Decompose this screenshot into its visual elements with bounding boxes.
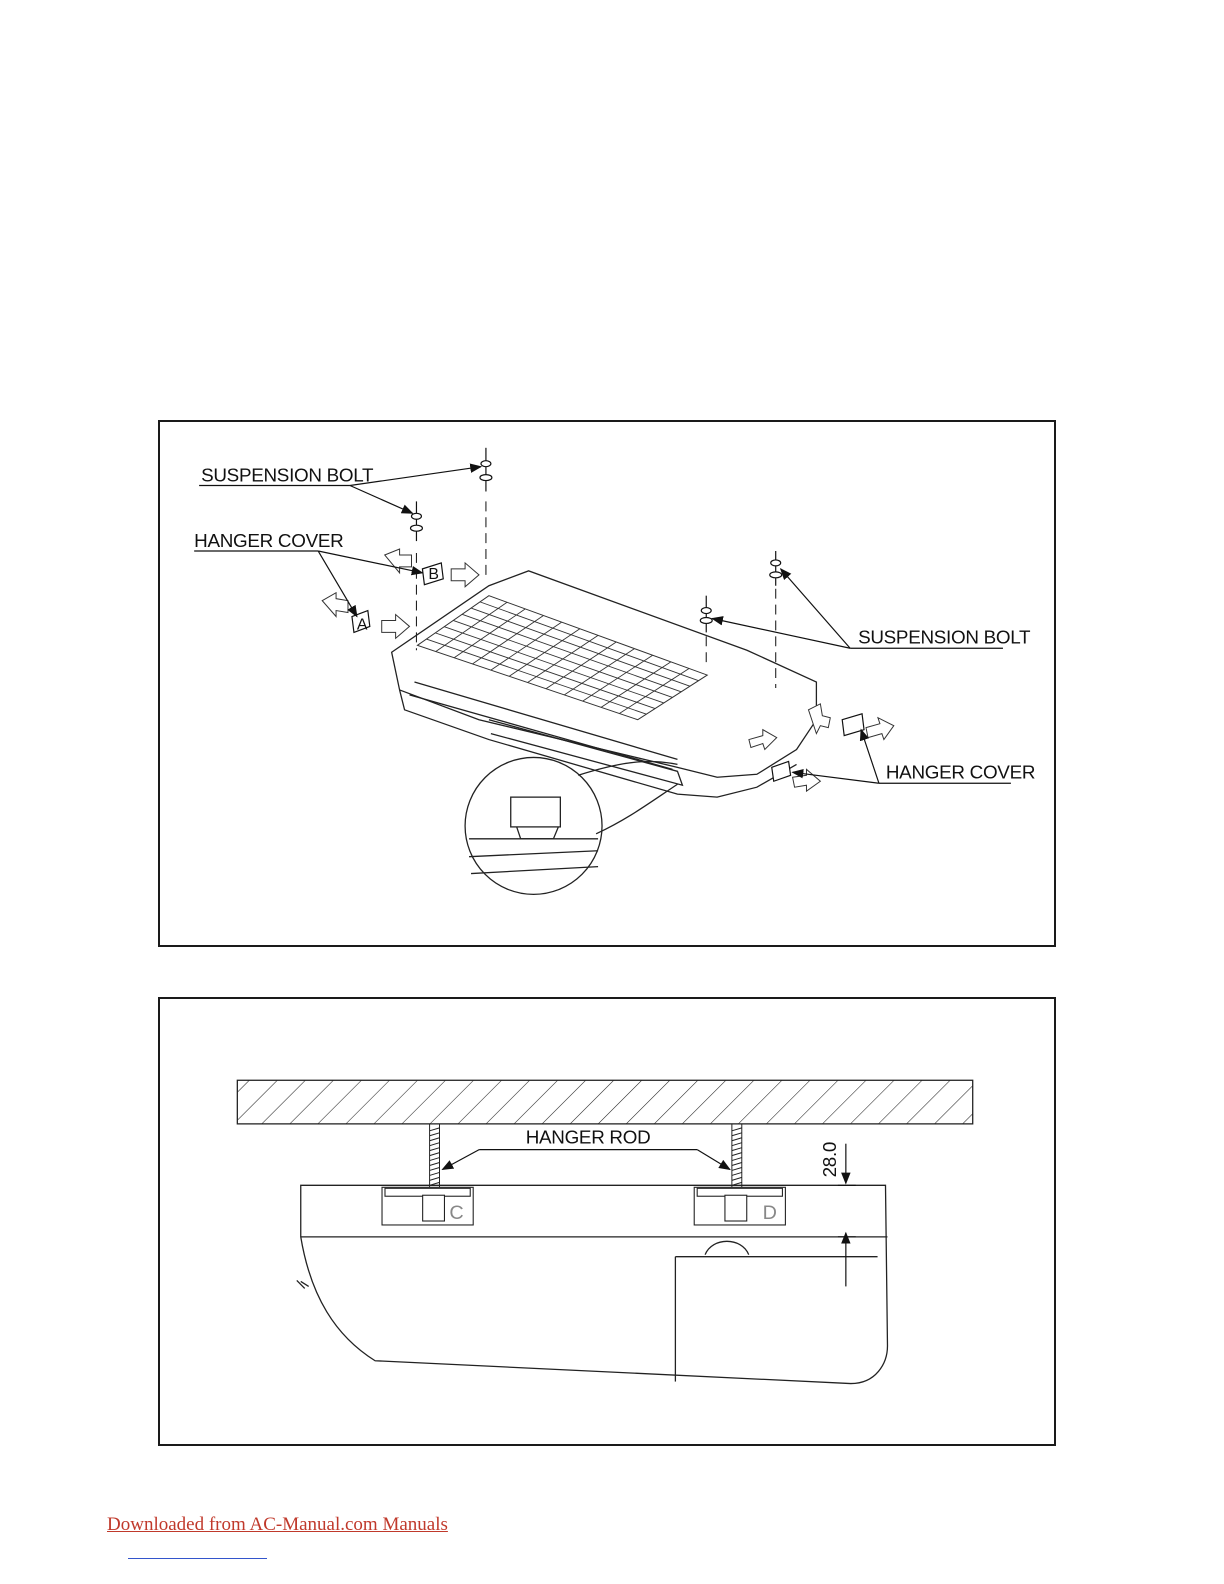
label-hanger-cover-left: HANGER COVER — [194, 530, 343, 551]
bracket-letter-b: B — [428, 566, 439, 583]
hanger-cover-right-1 — [842, 714, 864, 736]
indoor-unit-body — [392, 571, 817, 797]
detail-magnifier — [465, 757, 677, 894]
footer-download-link[interactable]: Downloaded from AC-Manual.com Manuals — [107, 1514, 448, 1536]
footer-underline — [128, 1558, 267, 1559]
side-view-drawing: C D 28.0 HANGER ROD — [160, 999, 1054, 1444]
bracket-letter-c: C — [449, 1202, 463, 1224]
dimension-marker — [838, 1144, 856, 1287]
ceiling-slab — [237, 1080, 972, 1124]
hanger-rod-leaders — [442, 1150, 729, 1170]
dimension-label: 28.0 — [819, 1142, 840, 1177]
hanger-rod-right — [732, 1124, 742, 1197]
bracket-letter-d: D — [763, 1202, 777, 1224]
installation-figure-bottom: C D 28.0 HANGER ROD — [158, 997, 1056, 1446]
alignment-dashes — [416, 501, 775, 688]
hanger-cover-right-2 — [772, 761, 791, 781]
leader-lines — [194, 467, 1011, 784]
installation-figure-top: SUSPENSION BOLT HANGER COVER SUSPENSION … — [158, 420, 1056, 947]
suspension-bolt-3 — [700, 596, 712, 633]
bracket-letter-a: A — [357, 616, 368, 633]
label-hanger-cover-right: HANGER COVER — [886, 761, 1035, 782]
label-hanger-rod: HANGER ROD — [526, 1127, 651, 1148]
unit-grille-grid — [417, 596, 707, 720]
hanger-rod-left — [430, 1124, 440, 1197]
label-suspension-bolt-right: SUSPENSION BOLT — [858, 626, 1031, 647]
direction-arrows — [322, 549, 894, 791]
label-suspension-bolt-left: SUSPENSION BOLT — [201, 465, 374, 486]
suspension-bolt-4 — [770, 551, 782, 586]
suspension-bolt-1 — [411, 501, 423, 541]
suspension-bolt-2 — [480, 448, 492, 492]
isometric-unit-drawing: SUSPENSION BOLT HANGER COVER SUSPENSION … — [160, 422, 1054, 945]
